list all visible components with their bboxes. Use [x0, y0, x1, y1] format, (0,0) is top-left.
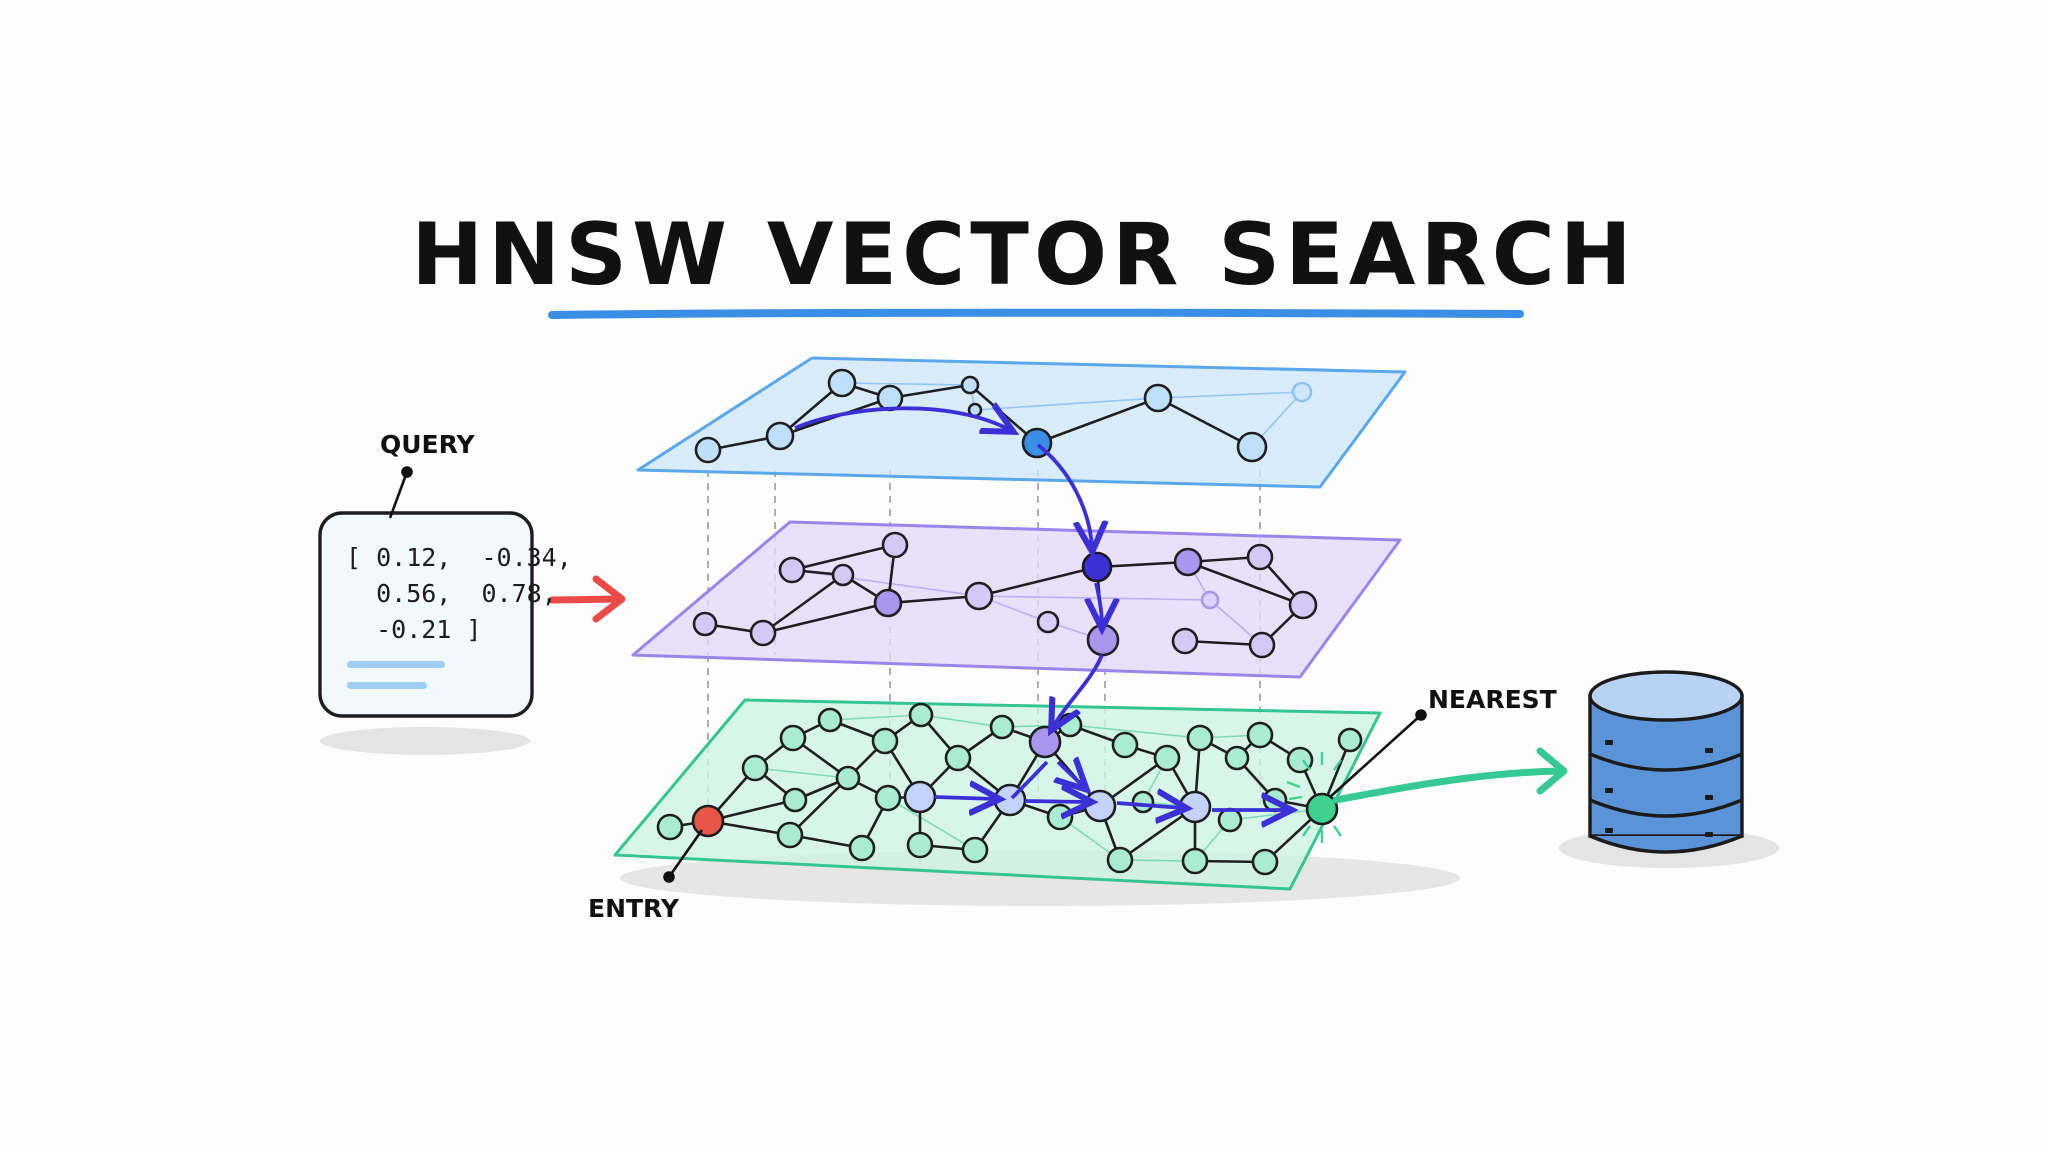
graph-node: [1131, 790, 1155, 814]
nearest-label: NEAREST: [1428, 685, 1557, 714]
graph-node: [1171, 627, 1199, 655]
query-vector-line-3: -0.21 ]: [346, 615, 482, 644]
graph-node: [1186, 724, 1214, 752]
graph-node: [1057, 712, 1083, 738]
graph-node: [782, 787, 808, 813]
graph-node: [1028, 725, 1062, 759]
graph-node: [817, 707, 843, 733]
graph-node: [960, 375, 980, 395]
entry-label: ENTRY: [588, 894, 680, 923]
nearest-node: [1305, 792, 1339, 826]
search-path: [794, 408, 1288, 810]
query-vector-line-1: [ 0.12, -0.34,: [346, 543, 572, 572]
graph-node: [873, 588, 903, 618]
graph-edge: [829, 714, 922, 721]
top-layer-plane: [636, 356, 1407, 489]
middle-layer-graph: [692, 531, 1318, 659]
graph-node: [908, 702, 934, 728]
database-icon: [1588, 670, 1744, 854]
graph-edge: [754, 767, 849, 779]
query-card-placeholder-line: [347, 661, 445, 668]
graph-edge: [889, 383, 971, 400]
graph-node: [1291, 381, 1313, 403]
graph-node: [1248, 631, 1276, 659]
graph-node: [876, 384, 904, 412]
graph-node: [1337, 727, 1363, 753]
middle-layer-entry-node: [1081, 551, 1113, 583]
output-arrow-icon: [1332, 747, 1568, 804]
graph-node: [848, 834, 876, 862]
graph-edge: [887, 797, 976, 851]
graph-node: [871, 727, 899, 755]
graph-node: [749, 619, 777, 647]
graph-node: [944, 744, 972, 772]
graph-node: [776, 821, 804, 849]
graph-edge: [789, 777, 849, 836]
graph-node: [1106, 846, 1134, 874]
graph-edge: [1069, 724, 1201, 739]
query-card-placeholder-line: [347, 682, 427, 689]
graph-node: [961, 836, 989, 864]
query-label: QUERY: [380, 430, 475, 459]
graph-node: [1036, 610, 1060, 634]
graph-node: [656, 813, 684, 841]
graph-node: [1246, 543, 1274, 571]
label-leaders: [388, 466, 1427, 883]
graph-edge: [1157, 391, 1303, 399]
query-vector-line-2: 0.56, 0.78,: [346, 579, 557, 608]
query-arrow-icon: [548, 575, 626, 623]
graph-node: [1288, 590, 1318, 620]
query-card-shadow: [320, 727, 530, 755]
graph-node: [1086, 623, 1120, 657]
graph-edge: [1036, 396, 1159, 445]
graph-edge: [1157, 396, 1253, 449]
graph-node: [831, 563, 855, 587]
graph-node: [874, 784, 902, 812]
graph-node: [694, 436, 722, 464]
graph-node: [1046, 803, 1074, 831]
graph-node: [827, 368, 857, 398]
graph-node: [779, 724, 807, 752]
graph-node: [1153, 744, 1181, 772]
graph-node: [903, 780, 937, 814]
graph-node: [1178, 790, 1212, 824]
graph-node: [765, 421, 795, 451]
graph-edge: [978, 595, 1211, 601]
graph-edge: [762, 601, 889, 635]
graph-node: [1181, 847, 1209, 875]
graph-node: [964, 581, 994, 611]
title-underline: [548, 308, 1524, 319]
graph-node: [1111, 731, 1139, 759]
graph-edge: [762, 573, 844, 635]
graph-edge: [978, 565, 1098, 598]
graph-node: [741, 754, 769, 782]
graph-node: [1217, 807, 1243, 833]
graph-edge: [1187, 560, 1304, 607]
graph-node: [1200, 590, 1220, 610]
entry-node: [691, 804, 725, 838]
graph-node: [1083, 789, 1117, 823]
graph-node: [1236, 431, 1268, 463]
graph-edge: [791, 543, 896, 572]
diagram-title: HNSW VECTOR SEARCH: [411, 205, 1637, 305]
graph-node: [881, 531, 909, 559]
graph-node: [906, 831, 934, 859]
graph-node: [778, 556, 806, 584]
graph-edge: [887, 594, 980, 605]
graph-node: [1224, 745, 1250, 771]
graph-edge: [841, 382, 971, 386]
graph-node: [835, 765, 861, 791]
graph-node: [692, 611, 718, 637]
graph-node: [1143, 383, 1173, 413]
graph-node: [1173, 547, 1203, 577]
graph-node: [989, 714, 1015, 740]
graph-node: [1251, 848, 1279, 876]
graph-node: [1262, 787, 1288, 813]
graph-edge: [920, 714, 1003, 728]
graph-node: [1246, 721, 1274, 749]
